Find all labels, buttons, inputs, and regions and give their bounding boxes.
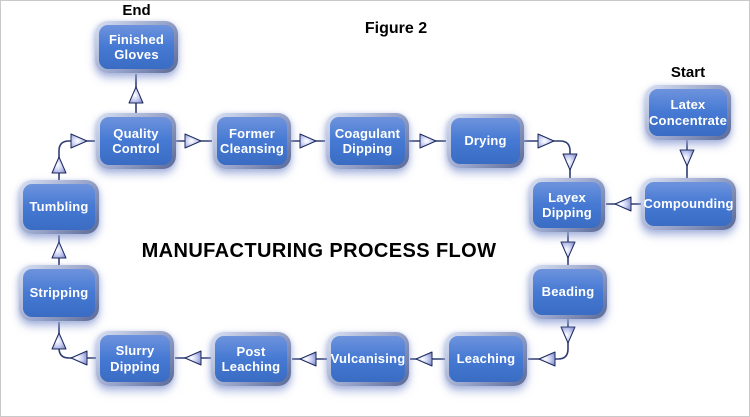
node-former-cleansing: Former Cleansing — [213, 113, 291, 169]
arrowhead-down-icon — [560, 326, 576, 344]
node-slurry-dipping: Slurry Dipping — [96, 331, 174, 386]
node-inner: Latex Concentrate — [649, 89, 727, 136]
arrowhead-up-icon — [128, 86, 144, 104]
node-inner: Tumbling — [23, 184, 95, 230]
node-label: Former Cleansing — [220, 125, 284, 156]
node-vulcanising: Vulcanising — [327, 332, 409, 386]
node-inner: Coagulant Dipping — [330, 117, 405, 165]
arrowhead-up-icon — [51, 241, 67, 259]
node-inner: Quality Control — [100, 117, 172, 165]
node-inner: Vulcanising — [331, 336, 405, 382]
node-label: Quality Control — [112, 125, 160, 156]
arrowhead-left-icon — [70, 350, 88, 366]
node-label: Finished Gloves — [108, 31, 165, 62]
arrowhead-down-icon — [562, 153, 578, 171]
node-compounding: Compounding — [641, 178, 736, 230]
node-label: Stripping — [29, 285, 89, 301]
arrowhead-right-icon — [419, 133, 437, 149]
edge-drying-to-layex-dipping — [524, 140, 571, 178]
node-label: Leaching — [456, 351, 516, 367]
node-tumbling: Tumbling — [19, 180, 99, 234]
node-label: Latex Concentrate — [648, 97, 728, 128]
arrowhead-right-icon — [70, 133, 88, 149]
node-label: Coagulant Dipping — [334, 125, 401, 156]
edge-tumbling-to-quality-control — [58, 140, 95, 180]
node-inner: Finished Gloves — [99, 25, 174, 69]
node-label: Slurry Dipping — [110, 343, 160, 374]
node-label: Drying — [464, 133, 507, 149]
end-label: End — [122, 2, 151, 19]
node-inner: Former Cleansing — [217, 117, 287, 165]
start-label: Start — [670, 64, 706, 81]
node-coagulant-dipping: Coagulant Dipping — [326, 113, 409, 169]
edge-beading-to-leaching — [528, 319, 569, 360]
node-label: Layex Dipping — [542, 189, 592, 220]
node-inner: Stripping — [23, 269, 95, 317]
node-drying: Drying — [447, 114, 524, 168]
node-label: Vulcanising — [330, 351, 406, 367]
arrowhead-left-icon — [614, 196, 632, 212]
arrowhead-down-icon — [679, 149, 695, 167]
node-leaching: Leaching — [445, 332, 527, 386]
arrowhead-right-icon — [537, 133, 555, 149]
node-inner: Slurry Dipping — [100, 335, 170, 382]
node-inner: Beading — [533, 269, 603, 315]
node-beading: Beading — [529, 265, 607, 319]
node-label: Beading — [541, 284, 595, 300]
node-inner: Post Leaching — [215, 336, 287, 382]
arrowhead-right-icon — [299, 133, 317, 149]
node-layex-dipping: Layex Dipping — [529, 178, 605, 232]
node-stripping: Stripping — [19, 265, 99, 321]
node-label: Tumbling — [29, 199, 89, 215]
node-inner: Leaching — [449, 336, 523, 382]
arrowhead-left-icon — [299, 351, 317, 367]
node-post-leaching: Post Leaching — [211, 332, 291, 386]
main-title: MANUFACTURING PROCESS FLOW — [141, 240, 497, 262]
arrowhead-up-icon — [51, 156, 67, 174]
arrowhead-right-icon — [184, 133, 202, 149]
node-quality-control: Quality Control — [96, 113, 176, 169]
node-inner: Drying — [451, 118, 520, 164]
arrowhead-left-icon — [538, 351, 556, 367]
node-latex-concentrate: Latex Concentrate — [645, 85, 731, 140]
figure-label: Figure 2 — [364, 20, 428, 37]
arrowhead-down-icon — [560, 241, 576, 259]
node-label: Post Leaching — [221, 343, 281, 374]
node-inner: Compounding — [643, 182, 734, 226]
node-inner: Layex Dipping — [533, 182, 601, 228]
arrowhead-left-icon — [184, 350, 202, 366]
arrowhead-left-icon — [415, 351, 433, 367]
arrowhead-up-icon — [51, 332, 67, 350]
node-finished-gloves: Finished Gloves — [95, 21, 178, 73]
node-label: Compounding — [643, 196, 734, 212]
